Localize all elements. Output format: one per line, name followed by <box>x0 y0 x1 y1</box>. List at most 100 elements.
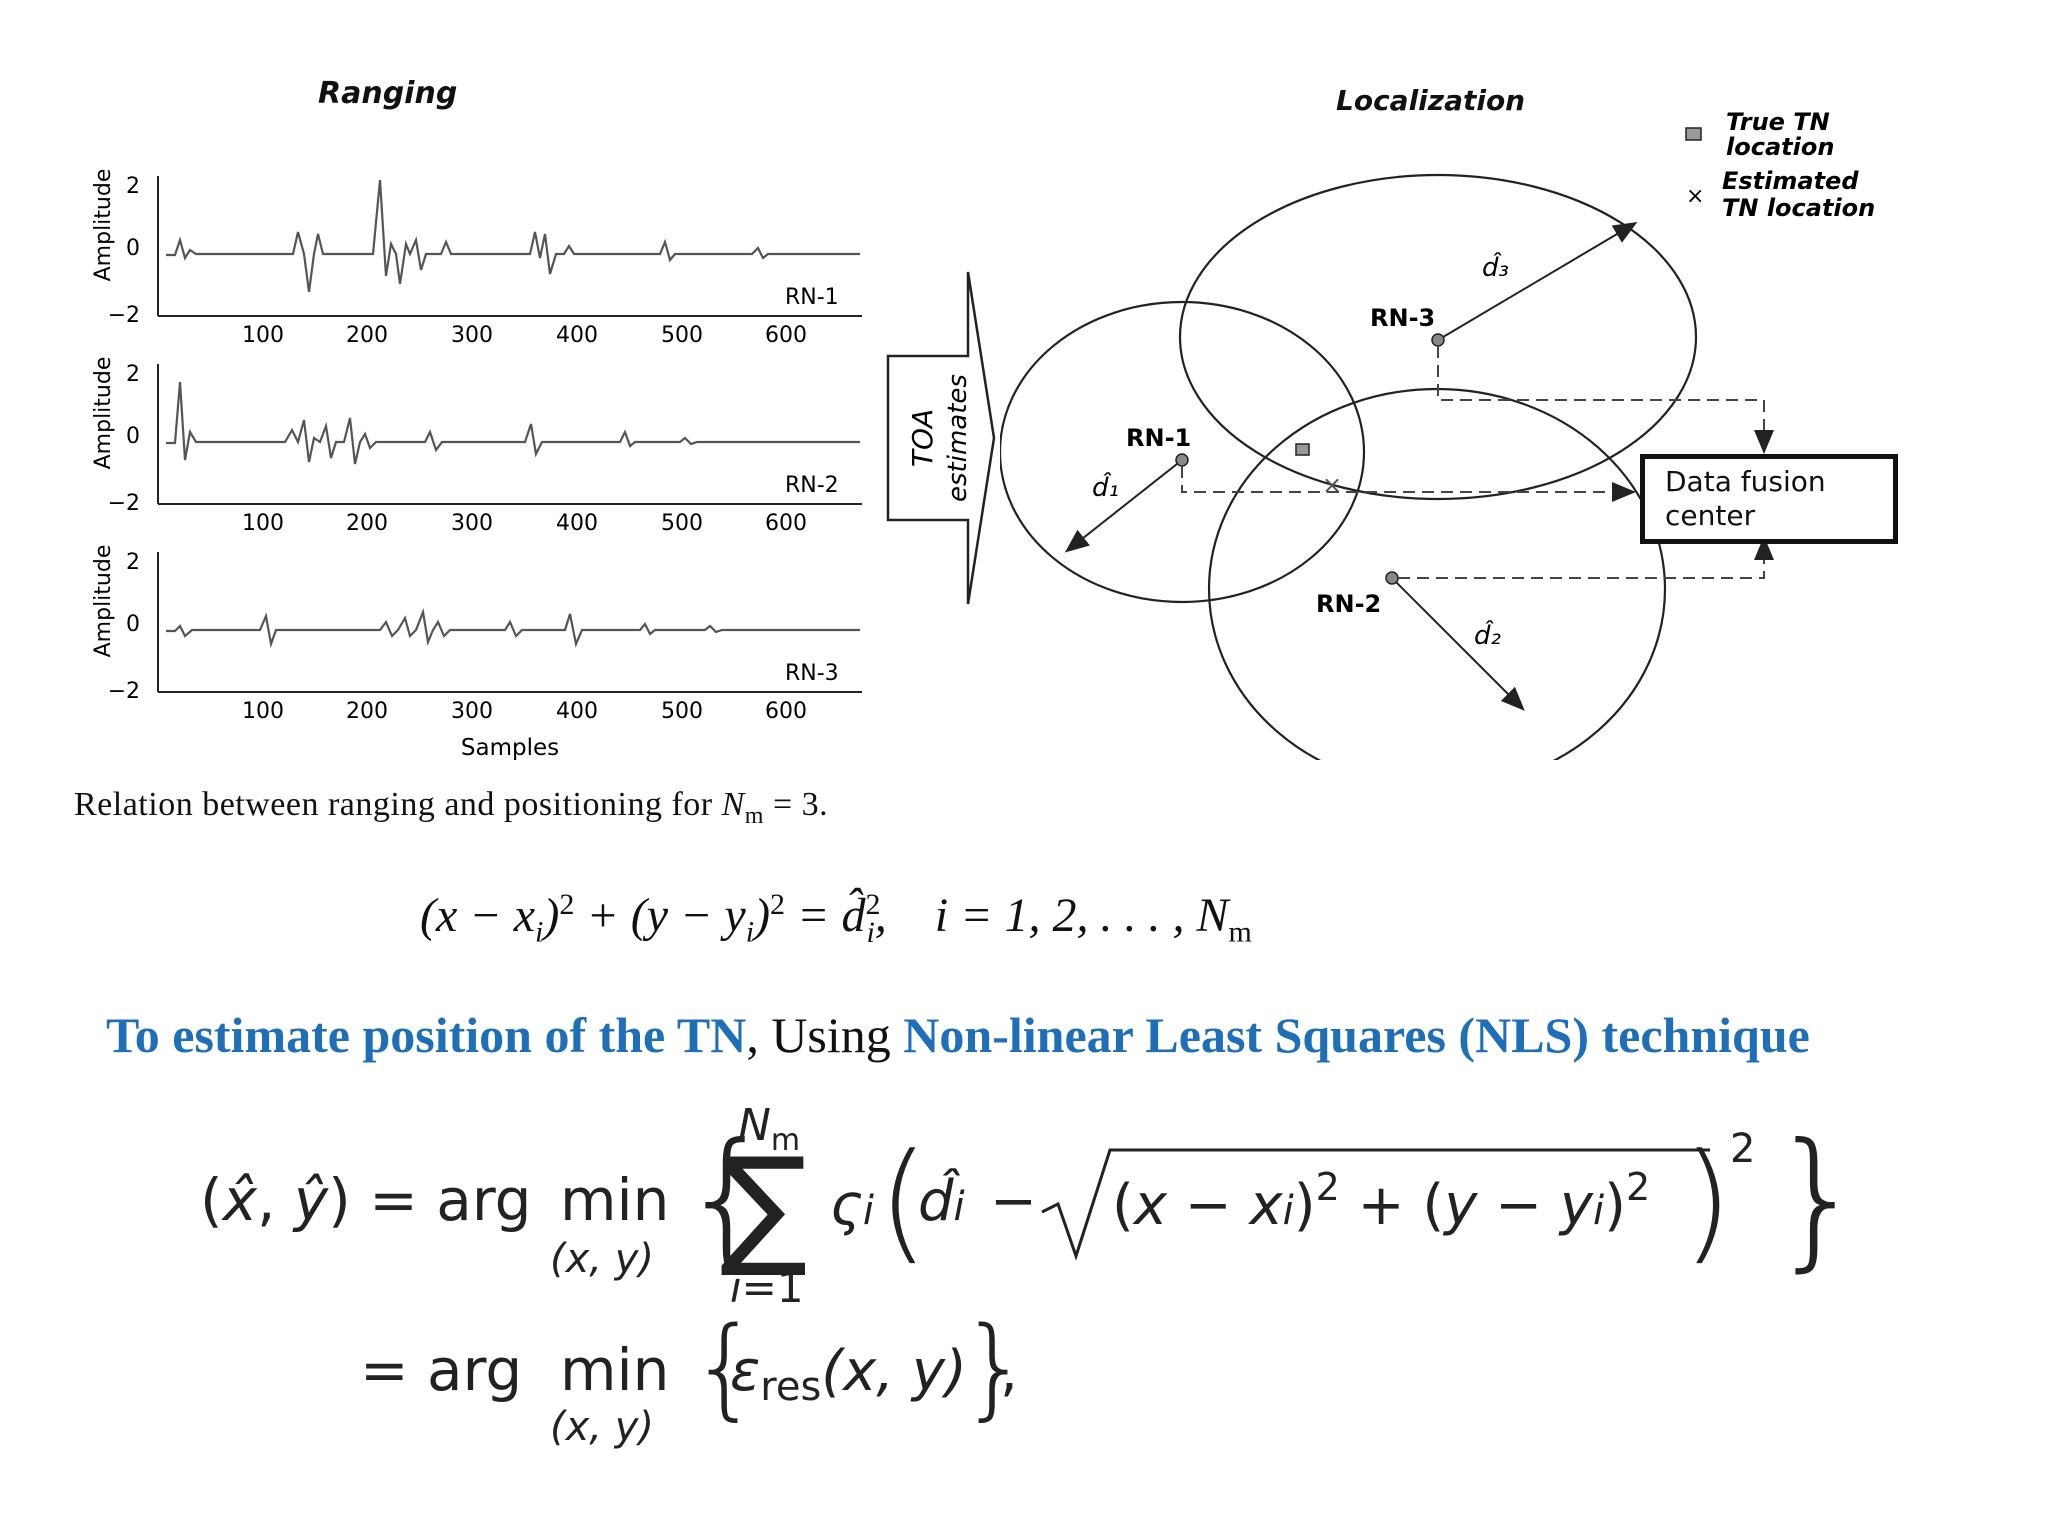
figure-caption: Relation between ranging and positioning… <box>74 786 828 830</box>
range-circle-rn-2 <box>1207 387 1667 760</box>
svg-text:500: 500 <box>661 511 703 536</box>
svg-text:d̂i: d̂i <box>918 1169 965 1234</box>
estimated-tn-marker: × <box>1322 471 1342 499</box>
toa-estimates-label: estimates <box>943 374 973 502</box>
svg-text:{: { <box>690 1303 760 1431</box>
rn-1-node-label: RN-1 <box>1126 424 1191 452</box>
svg-text:100: 100 <box>242 511 284 536</box>
d3-arrow <box>1437 221 1638 341</box>
caption-var: N <box>721 786 745 823</box>
statement-goal: To estimate position of the TN <box>106 1007 747 1063</box>
circle-equation: (x − xi)2 + (y − yi)2 = d̂2i, i = 1, 2, … <box>420 888 1252 949</box>
svg-text:600: 600 <box>765 511 807 536</box>
svg-text:−2: −2 <box>108 679 140 704</box>
ranging-xlabel: Samples <box>461 735 559 761</box>
xtick: 100 <box>242 323 284 348</box>
plot-rn-3: Amplitude 2 0 −2 100 200 300 400 500 600… <box>91 545 862 724</box>
ranging-title: Ranging <box>318 76 458 111</box>
statement-using: , Using <box>746 1007 904 1063</box>
svg-text:200: 200 <box>346 511 388 536</box>
range-circle-rn-1 <box>1000 300 1366 604</box>
d2-arrow <box>1391 577 1525 711</box>
svg-text:ςi: ςi <box>830 1173 874 1238</box>
svg-text:500: 500 <box>661 699 703 724</box>
fusion-label-2: center <box>1665 499 1756 532</box>
svg-text:0: 0 <box>126 424 140 449</box>
xtick: 300 <box>451 323 493 348</box>
rn-2-node-label: RN-2 <box>1316 590 1381 618</box>
svg-text:400: 400 <box>556 511 598 536</box>
statement-technique: Non-linear Least Squares (NLS) technique <box>903 1007 1810 1063</box>
xtick: 600 <box>765 323 807 348</box>
xtick: 400 <box>556 323 598 348</box>
xtick: 200 <box>346 323 388 348</box>
svg-text:2: 2 <box>126 550 140 575</box>
nls-equation: (x̂, ŷ) = arg min (x, y) { ∑ Nm i=1 ςi (… <box>200 1100 1850 1450</box>
svg-text:= arg: = arg <box>360 1336 522 1404</box>
svg-text:}: } <box>960 1303 1030 1431</box>
svg-text:600: 600 <box>765 699 807 724</box>
svg-text:(x̂, ŷ) = arg: (x̂, ŷ) = arg <box>200 1166 531 1234</box>
d1-label: d̂₁ <box>1092 471 1119 503</box>
rn-3-label: RN-3 <box>785 661 839 686</box>
svg-text:Nm: Nm <box>738 1100 800 1158</box>
svg-text:i=1: i=1 <box>730 1263 804 1312</box>
d1-arrow <box>1064 459 1183 553</box>
rn-1-label: RN-1 <box>785 285 839 310</box>
ylabel-1: Amplitude <box>91 170 116 281</box>
data-fusion-center: Data fusion center <box>1640 454 1898 544</box>
rn-3-node-label: RN-3 <box>1370 304 1435 332</box>
estimated-location-legend-icon: × <box>1686 184 1704 209</box>
svg-text:2: 2 <box>126 362 140 387</box>
toa-arrow: TOA estimates <box>886 271 996 605</box>
svg-text:min: min <box>560 1166 669 1234</box>
svg-text:): ) <box>1682 1125 1733 1277</box>
ytick-0: 0 <box>126 236 140 261</box>
true-tn-marker <box>1295 443 1310 456</box>
svg-text:∑: ∑ <box>720 1129 808 1281</box>
svg-text:300: 300 <box>451 699 493 724</box>
svg-text:−: − <box>990 1169 1037 1234</box>
ylabel-3: Amplitude <box>91 545 116 658</box>
ytick-m2: −2 <box>108 303 140 328</box>
localization-diagram: True TN location × Estimated TN location… <box>1000 108 1875 760</box>
ylabel-2: Amplitude <box>91 357 116 470</box>
legend-est-1: Estimated <box>1722 167 1859 195</box>
svg-text:,: , <box>1000 1339 1018 1404</box>
caption-suffix: = 3. <box>763 786 829 823</box>
svg-text:300: 300 <box>451 511 493 536</box>
true-location-legend-icon <box>1685 127 1702 141</box>
legend-true-1: True TN <box>1726 108 1830 136</box>
rn-3-node <box>1431 333 1445 347</box>
svg-text:εres(x, y): εres(x, y) <box>730 1339 967 1410</box>
legend-est-2: TN location <box>1722 194 1875 222</box>
svg-text:(x, y): (x, y) <box>550 1404 654 1450</box>
legend-true-2: location <box>1726 133 1834 161</box>
svg-text:−2: −2 <box>108 491 140 516</box>
ytick-2: 2 <box>126 174 140 199</box>
svg-text:(x − xi)2 + (y − yi)2: (x − xi)2 + (y − yi)2 <box>1112 1165 1650 1238</box>
localization-title: Localization <box>1336 84 1526 117</box>
d2-label: d̂₂ <box>1474 619 1501 651</box>
caption-text: Relation between ranging and positioning… <box>74 786 722 823</box>
svg-text:2: 2 <box>1730 1126 1755 1172</box>
svg-text:(x, y): (x, y) <box>550 1236 654 1282</box>
svg-text:{: { <box>680 1112 775 1286</box>
xtick: 500 <box>661 323 703 348</box>
svg-text:0: 0 <box>126 612 140 637</box>
rn-2-node <box>1385 571 1399 585</box>
toa-label: TOA <box>906 409 939 467</box>
plot-rn-2: Amplitude 2 0 −2 100 200 300 400 500 600… <box>91 357 862 536</box>
svg-text:(: ( <box>878 1125 929 1277</box>
rn-1-node <box>1175 453 1189 467</box>
d3-label: d̂₃ <box>1482 251 1509 283</box>
rn-2-label: RN-2 <box>785 473 839 498</box>
ranging-plots: Amplitude 2 0 −2 100 200 300 400 500 600… <box>91 170 862 761</box>
caption-sub: m <box>744 802 764 829</box>
method-statement: To estimate position of the TN, Using No… <box>106 1006 1810 1064</box>
svg-text:}: } <box>1770 1112 1850 1286</box>
fusion-label-1: Data fusion <box>1665 465 1826 498</box>
svg-text:min: min <box>560 1336 669 1404</box>
range-circle-rn-3 <box>1178 173 1698 501</box>
svg-text:100: 100 <box>242 699 284 724</box>
